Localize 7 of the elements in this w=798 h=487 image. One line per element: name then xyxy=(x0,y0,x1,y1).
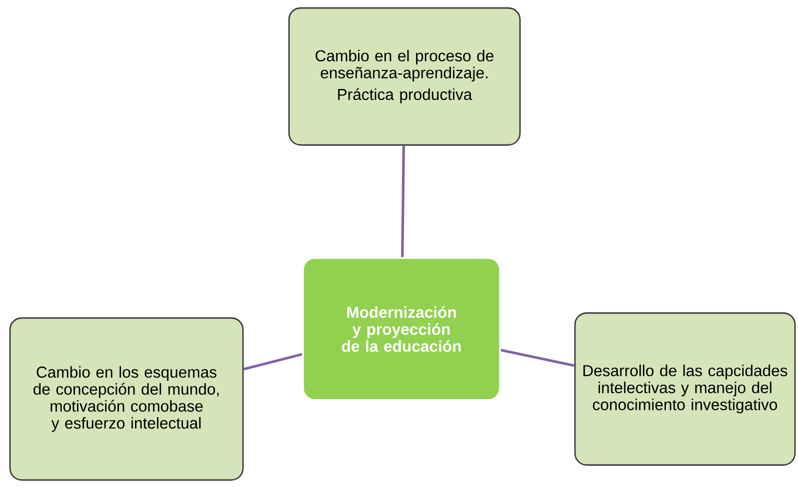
connector-line xyxy=(243,353,302,370)
concept-box: Desarrollo de las capcidades intelectivas y manejo del conocimiento investigativo xyxy=(574,312,796,466)
concept-box: Cambio en los esquemas de concepción del mundo, motivación comobase y esfuerzo intelectual xyxy=(9,317,244,481)
connector-line xyxy=(500,348,575,367)
connector-line xyxy=(401,146,405,258)
concept-box: Cambio en el proceso de enseñanza-aprendizaje. Práctica productiva xyxy=(288,7,521,146)
central-concept-box: Modernización y proyección de la educación xyxy=(302,257,501,401)
